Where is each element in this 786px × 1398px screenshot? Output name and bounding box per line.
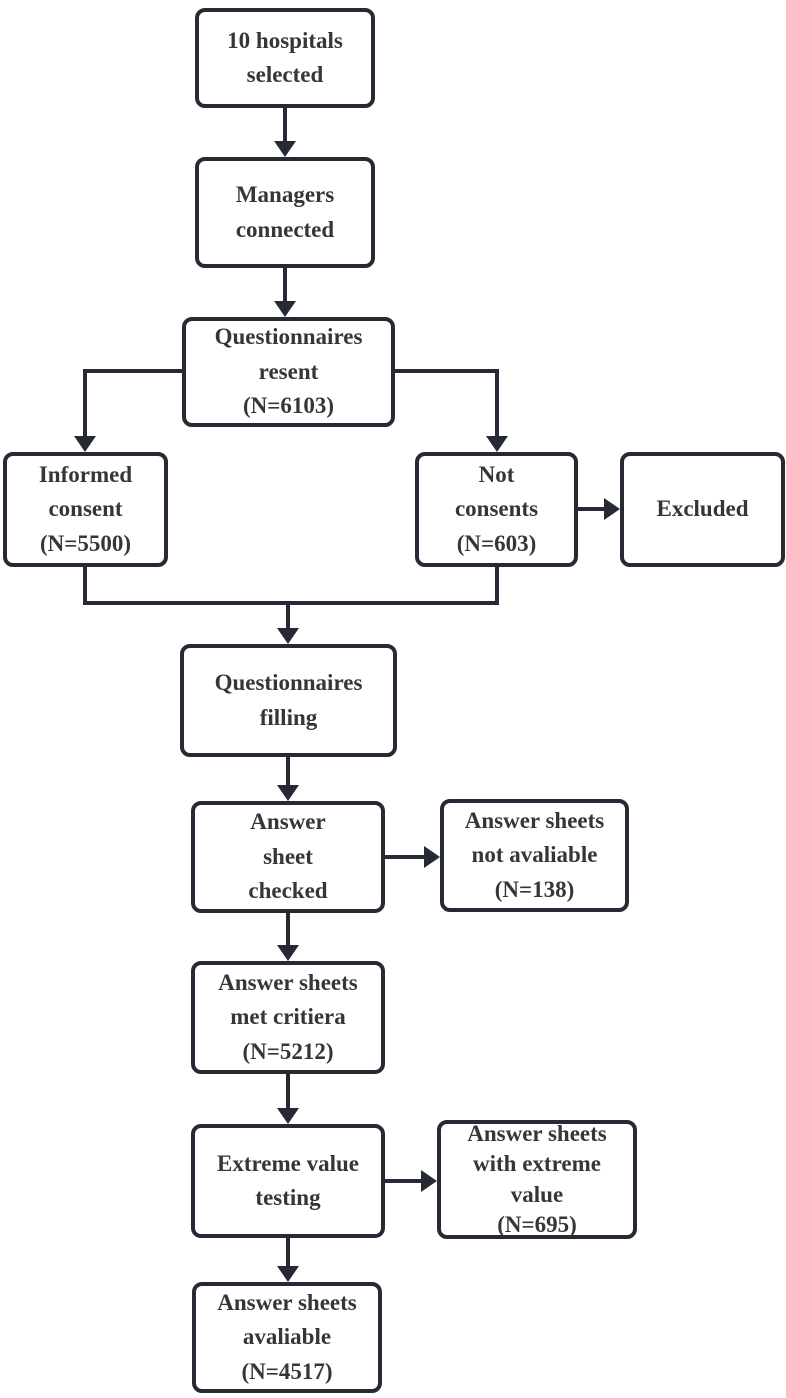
node-answer-sheets-avaliable: Answer sheets avaliable (N=4517) bbox=[192, 1282, 382, 1393]
node-answer-sheets-met-critiera-label: Answer sheets met critiera (N=5212) bbox=[218, 969, 358, 1064]
edge-met-critiera-to-testing-arrowhead bbox=[277, 1108, 299, 1124]
node-answer-sheet-checked: Answer sheet checked bbox=[191, 801, 385, 913]
node-answer-sheets-avaliable-label: Answer sheets avaliable (N=4517) bbox=[217, 1289, 357, 1384]
node-not-consents-label: Not consents (N=603) bbox=[454, 461, 539, 556]
node-excluded-label: Excluded bbox=[656, 496, 749, 522]
node-extreme-value-testing-label: Extreme value testing bbox=[216, 1150, 359, 1211]
node-questionnaires-resent: Questionnaires resent (N=6103) bbox=[182, 317, 395, 427]
node-informed-consent-label: Informed consent (N=5500) bbox=[38, 461, 133, 556]
edge-merge-to-filling-arrowhead bbox=[277, 628, 299, 644]
node-answer-sheet-checked-label: Answer sheet checked bbox=[248, 809, 328, 904]
edge-filling-to-checked-arrowhead bbox=[277, 785, 299, 801]
node-questionnaires-resent-label: Questionnaires resent (N=6103) bbox=[214, 324, 363, 419]
node-extreme-value-testing: Extreme value testing bbox=[191, 1124, 385, 1238]
node-answer-sheets-not-avaliable: Answer sheets not avaliable (N=138) bbox=[440, 799, 629, 912]
edge-checked-to-met-critiera-arrowhead bbox=[277, 945, 299, 961]
edge-hospitals-to-managers-arrowhead bbox=[274, 141, 296, 157]
node-excluded: Excluded bbox=[620, 452, 785, 567]
node-managers-connected-label: Managers connected bbox=[235, 182, 335, 242]
node-managers-connected: Managers connected bbox=[195, 157, 375, 268]
edge-resent-to-not-consents-arrowhead bbox=[486, 436, 508, 452]
node-hospitals-selected-label: 10 hospitals selected bbox=[227, 27, 343, 88]
node-answer-sheets-met-critiera: Answer sheets met critiera (N=5212) bbox=[191, 961, 385, 1074]
node-questionnaires-filling: Questionnaires filling bbox=[180, 644, 397, 757]
edge-resent-to-informed-consent-arrowhead bbox=[74, 436, 96, 452]
edge-checked-to-not-avaliable-arrowhead bbox=[424, 846, 440, 868]
edge-managers-to-resent-arrowhead bbox=[274, 301, 296, 317]
edge-resent-to-not-consents bbox=[395, 369, 499, 438]
node-hospitals-selected: 10 hospitals selected bbox=[195, 8, 375, 108]
node-answer-sheets-with-extreme-value-label: Answer sheets with extreme value (N=695) bbox=[467, 1120, 607, 1237]
node-informed-consent: Informed consent (N=5500) bbox=[3, 452, 168, 567]
edge-resent-to-informed-consent bbox=[83, 369, 182, 438]
edge-merge-connector bbox=[83, 567, 499, 605]
edge-testing-to-avaliable-arrowhead bbox=[277, 1266, 299, 1282]
edge-not-consents-to-excluded-arrowhead bbox=[604, 498, 620, 520]
node-answer-sheets-not-avaliable-label: Answer sheets not avaliable (N=138) bbox=[464, 807, 605, 902]
node-answer-sheets-with-extreme-value: Answer sheets with extreme value (N=695) bbox=[437, 1120, 637, 1239]
node-questionnaires-filling-label: Questionnaires filling bbox=[214, 670, 363, 730]
node-not-consents: Not consents (N=603) bbox=[415, 452, 578, 567]
edge-testing-to-extreme-value-arrowhead bbox=[421, 1170, 437, 1192]
